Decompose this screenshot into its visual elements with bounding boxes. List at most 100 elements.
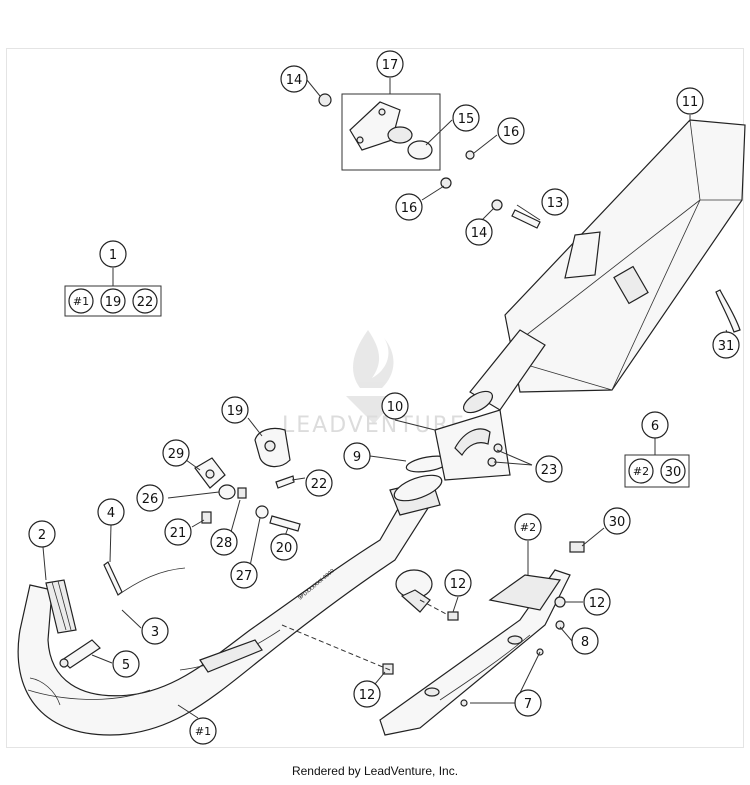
svg-text:4: 4 — [107, 506, 115, 521]
svg-text:5: 5 — [122, 658, 130, 673]
clip-30 — [569, 541, 585, 553]
callout-19: 19 — [221, 396, 249, 424]
svg-text:23: 23 — [541, 463, 558, 478]
svg-text:22: 22 — [137, 295, 154, 310]
svg-text:19: 19 — [105, 295, 122, 310]
mounting-plate — [434, 409, 511, 481]
callout-13: 13 — [541, 188, 569, 216]
callout-1: 1 — [99, 240, 127, 268]
callout-main-1: #1 — [189, 717, 217, 745]
svg-text:27: 27 — [236, 569, 253, 584]
callout-29: 29 — [162, 439, 190, 467]
callout-16: 16 — [395, 193, 423, 221]
bolt-21 — [201, 511, 212, 524]
callout-3: 3 — [141, 617, 169, 645]
callout-5: 5 — [112, 650, 140, 678]
clip-12a — [447, 611, 459, 621]
svg-text:19: 19 — [227, 404, 244, 419]
svg-text:#1: #1 — [73, 295, 89, 308]
svg-text:12: 12 — [589, 596, 606, 611]
lambda-sensor — [59, 639, 101, 669]
callout-21: 21 — [164, 518, 192, 546]
callout-11: 11 — [676, 87, 704, 115]
screw-7b — [460, 699, 468, 707]
svg-text:14: 14 — [286, 73, 303, 88]
callout-2: 2 — [28, 520, 56, 548]
gasket-2 — [45, 579, 77, 634]
svg-text:12: 12 — [359, 688, 376, 703]
callout-10: 10 — [381, 392, 409, 420]
svg-text:13: 13 — [547, 196, 564, 211]
callout-main-2: #2 — [514, 513, 542, 541]
washer-14a — [318, 93, 332, 107]
assembly-line — [281, 624, 391, 671]
callout-30: 30 — [603, 507, 631, 535]
callout-16: 16 — [497, 117, 525, 145]
callout-6: 6 — [641, 411, 669, 439]
svg-text:1: 1 — [109, 248, 117, 263]
bolt-22 — [275, 475, 295, 489]
washer-14b — [491, 199, 503, 211]
svg-text:10: 10 — [387, 400, 404, 415]
svg-text:2: 2 — [38, 528, 46, 543]
callout-23: 23 — [535, 455, 563, 483]
callout-12: 12 — [583, 588, 611, 616]
svg-text:16: 16 — [503, 125, 520, 140]
svg-text:30: 30 — [665, 465, 682, 480]
bracket-19 — [254, 427, 291, 468]
bracket-17 — [349, 101, 433, 160]
callout-12: 12 — [353, 680, 381, 708]
svg-text:22: 22 — [311, 477, 328, 492]
kit-box-1: #1 19 22 — [64, 285, 162, 317]
svg-text:11: 11 — [682, 95, 699, 110]
svg-text:26: 26 — [142, 492, 159, 507]
svg-text:21: 21 — [170, 526, 187, 541]
svg-text:15: 15 — [458, 112, 475, 127]
diagram-frame — [6, 48, 744, 748]
bolt-20 — [269, 515, 301, 532]
callout-27: 27 — [230, 561, 258, 589]
svg-text:30: 30 — [609, 515, 626, 530]
grommet-26 — [218, 484, 236, 500]
sleeve-28 — [237, 487, 247, 499]
leader-lines — [42, 78, 728, 719]
screw-8 — [555, 620, 565, 630]
svg-text:7: 7 — [524, 697, 532, 712]
callout-12: 12 — [444, 569, 472, 597]
svg-text:14: 14 — [471, 226, 488, 241]
nut-16b — [440, 177, 452, 189]
callout-28: 28 — [210, 528, 238, 556]
callout-31: 31 — [712, 331, 740, 359]
svg-text:28: 28 — [216, 536, 233, 551]
svg-text:#2: #2 — [633, 465, 649, 478]
header-pipe: 9PDXXXXXX 0000 — [17, 474, 443, 736]
kit-box-6: #2 30 — [624, 454, 690, 488]
callout-14: 14 — [280, 65, 308, 93]
footer-credit: Rendered by LeadVenture, Inc. — [291, 764, 459, 778]
nut-16a — [465, 150, 475, 160]
callout-20: 20 — [270, 533, 298, 561]
nut-12b — [554, 596, 566, 608]
callout-9: 9 — [343, 442, 371, 470]
callout-8: 8 — [571, 627, 599, 655]
svg-text:#2: #2 — [520, 521, 536, 534]
clamp-part — [395, 569, 433, 613]
bracket-29 — [194, 457, 226, 489]
svg-text:9: 9 — [353, 450, 361, 465]
watermark-text: LEADVENTURE — [282, 413, 466, 438]
svg-text:3: 3 — [151, 625, 159, 640]
svg-text:8: 8 — [581, 635, 589, 650]
assembly-line — [419, 599, 449, 616]
callout-7: 7 — [514, 689, 542, 717]
svg-text:6: 6 — [651, 419, 659, 434]
heat-shield-strip — [103, 561, 186, 596]
svg-text:31: 31 — [718, 339, 735, 354]
svg-text:12: 12 — [450, 577, 467, 592]
svg-text:#1: #1 — [195, 725, 211, 738]
svg-text:17: 17 — [382, 58, 399, 73]
silencer — [462, 119, 746, 414]
svg-text:16: 16 — [401, 201, 418, 216]
callout-17: 17 — [376, 50, 404, 78]
